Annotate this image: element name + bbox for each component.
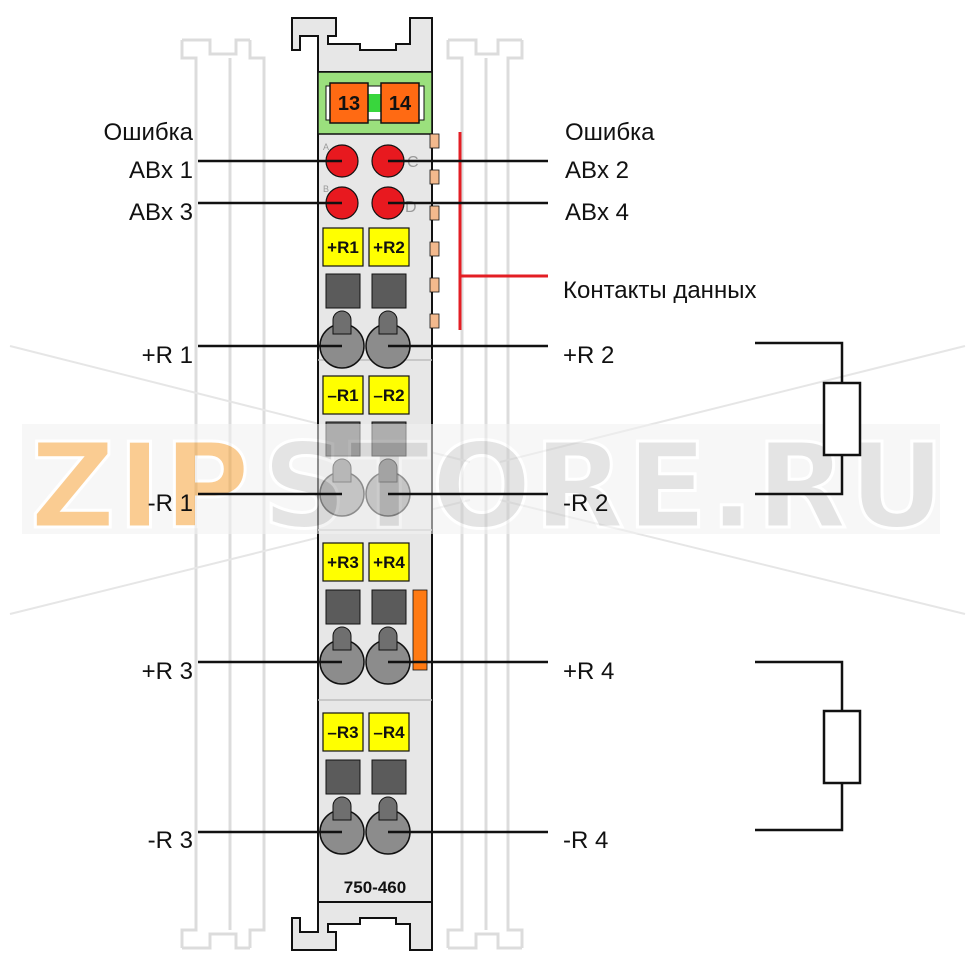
minus-r3-label: -R 3 bbox=[148, 827, 193, 854]
plus-r4-label: +R 4 bbox=[563, 658, 614, 685]
terminal-label-minus-r4: –R4 bbox=[373, 723, 405, 742]
abx1-label: ABx 1 bbox=[129, 157, 193, 184]
resistor-sensor-1 bbox=[755, 341, 862, 496]
terminal-14-label: 14 bbox=[389, 93, 412, 115]
leader-lines bbox=[198, 159, 548, 834]
led-letter-a: A bbox=[323, 142, 329, 152]
led-letter-d: D bbox=[405, 199, 417, 216]
minus-r4-label: -R 4 bbox=[563, 827, 608, 854]
abx4-label: ABx 4 bbox=[565, 199, 629, 226]
data-contacts-label: Контакты данных bbox=[563, 277, 756, 304]
data-contact-pads bbox=[429, 133, 440, 329]
abx2-label: ABx 2 bbox=[565, 157, 629, 184]
minus-r1-label: -R 1 bbox=[148, 490, 193, 517]
led-letter-b: B bbox=[323, 184, 329, 194]
top-terminal-block: 13 14 bbox=[317, 71, 433, 135]
abx3-label: ABx 3 bbox=[129, 199, 193, 226]
watermark: ZIP STORE.RU bbox=[22, 416, 946, 557]
led-letter-c: C bbox=[407, 154, 419, 171]
terminal-label-plus-r2: +R2 bbox=[373, 238, 405, 257]
terminal-13-label: 13 bbox=[338, 93, 360, 115]
resistor-sensor-2 bbox=[755, 660, 862, 832]
module-model-number: 750-460 bbox=[344, 878, 406, 897]
terminal-label-minus-r1: –R1 bbox=[327, 386, 358, 405]
error-label-left: Ошибка bbox=[104, 119, 194, 146]
terminal-label-minus-r2: –R2 bbox=[373, 386, 404, 405]
minus-r2-label: -R 2 bbox=[563, 490, 608, 517]
error-label-right: Ошибка bbox=[565, 119, 655, 146]
terminal-label-plus-r1: +R1 bbox=[327, 238, 359, 257]
annotation-labels: Ошибка ABx 1 ABx 3 Ошибка ABx 2 ABx 4 Ко… bbox=[104, 119, 757, 854]
plus-r2-label: +R 2 bbox=[563, 342, 614, 369]
watermark-part-1: ZIP bbox=[30, 417, 252, 555]
terminal-13 bbox=[329, 82, 369, 124]
terminal-label-minus-r3: –R3 bbox=[327, 723, 358, 742]
terminal-label-plus-r4: +R4 bbox=[373, 553, 405, 572]
terminal-14 bbox=[380, 82, 420, 124]
plus-r3-label: +R 3 bbox=[142, 658, 193, 685]
data-contacts-bracket bbox=[458, 132, 548, 330]
terminal-label-plus-r3: +R3 bbox=[327, 553, 359, 572]
plus-r1-label: +R 1 bbox=[142, 342, 193, 369]
side-marker-strip bbox=[412, 589, 428, 671]
